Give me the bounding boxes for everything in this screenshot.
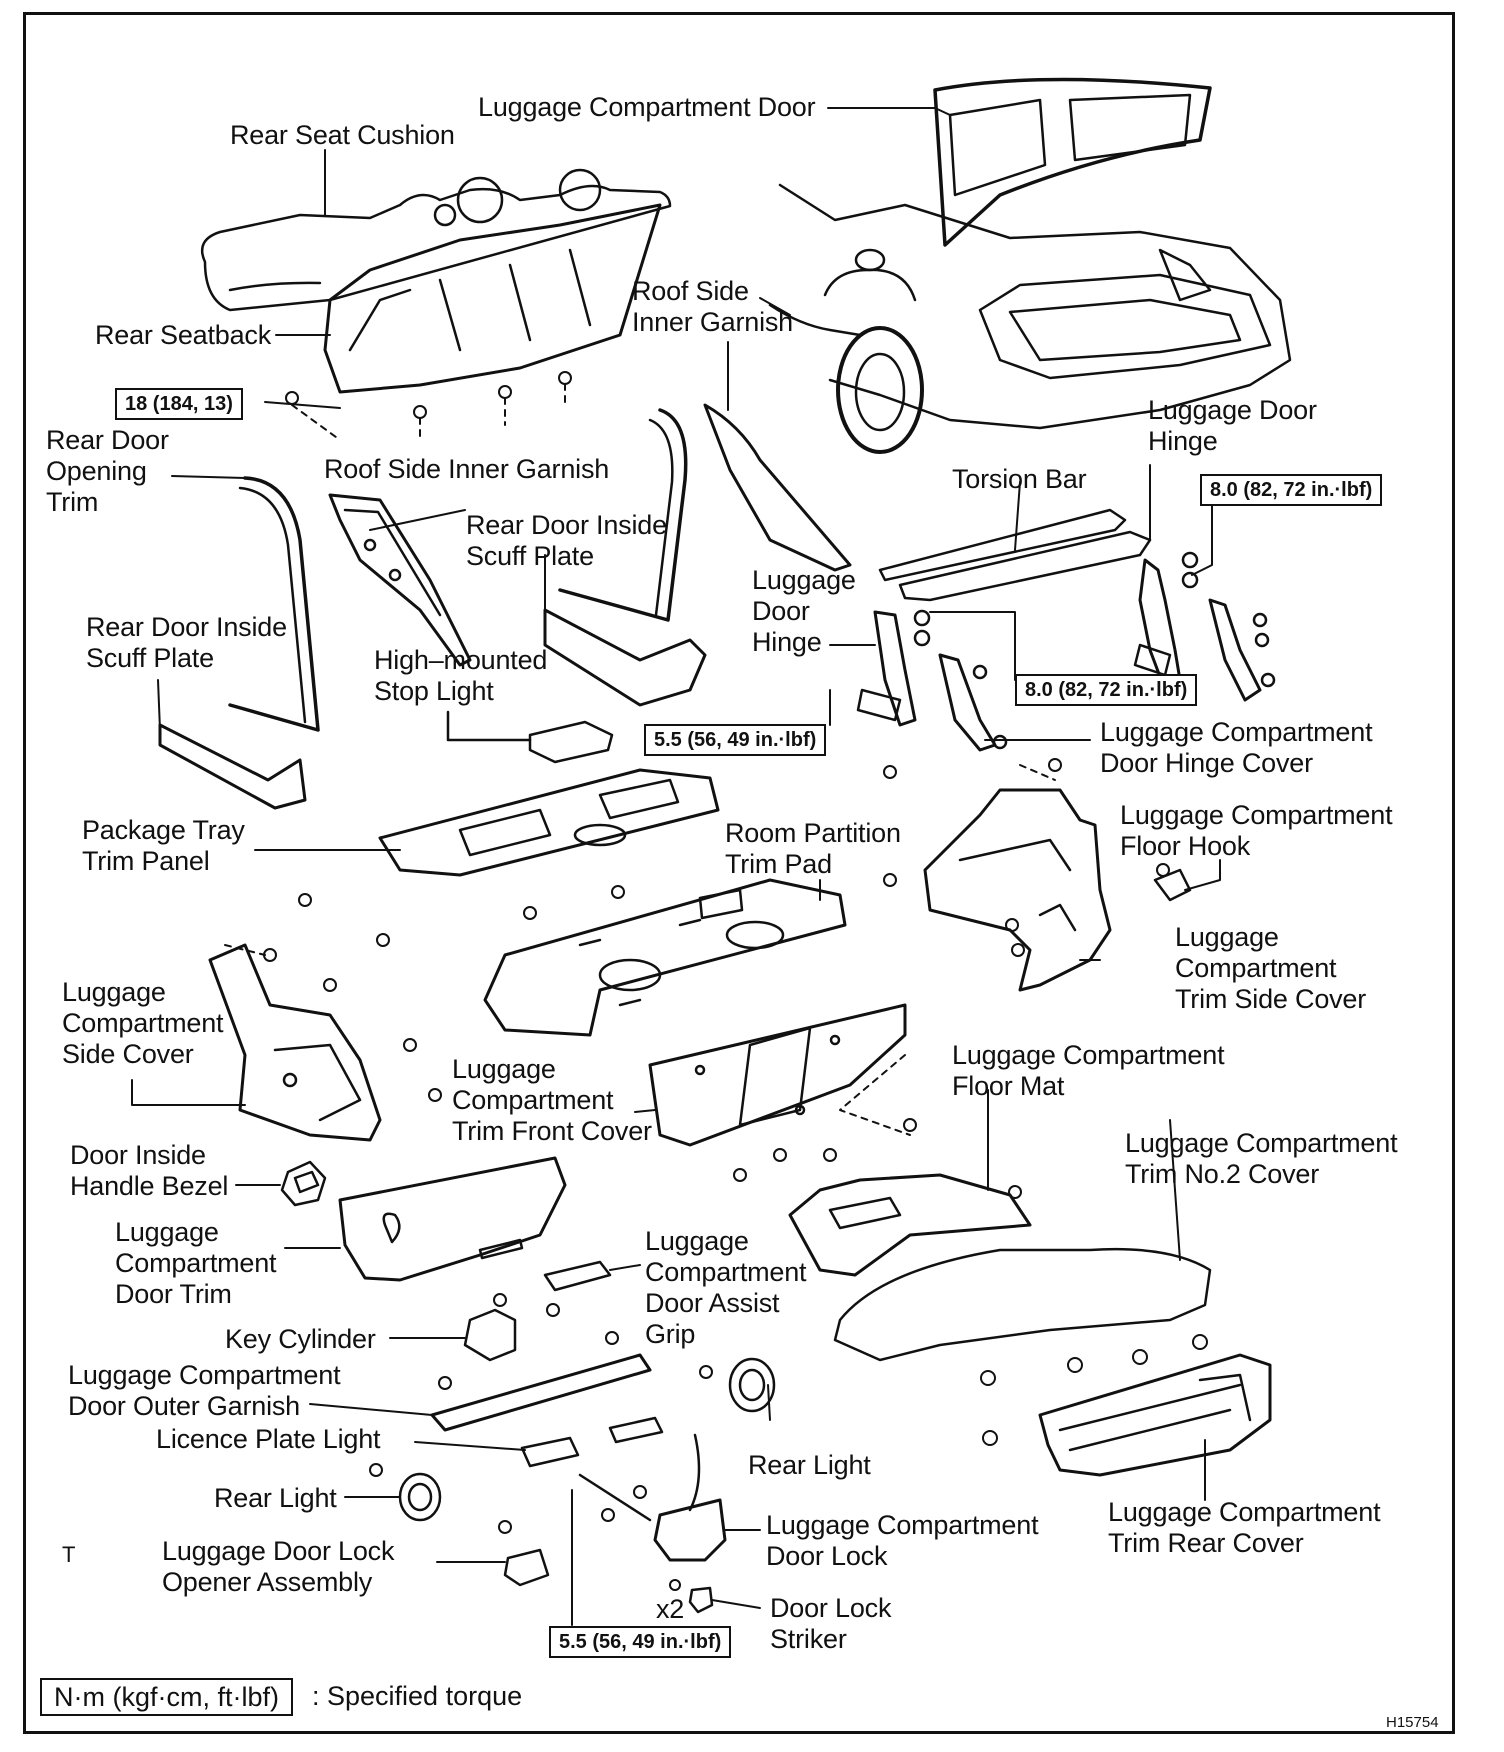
torque-box-hinge-mid: 8.0 (82, 72 in.·lbf) — [1015, 674, 1198, 706]
label-luggage-door-lock-opener-assembly: Luggage Door Lock Opener Assembly — [162, 1536, 395, 1597]
label-high-mounted-stop-light: High–mounted Stop Light — [374, 645, 548, 706]
car-body-drawing — [768, 77, 1292, 454]
bolts-drawing — [263, 371, 1208, 1591]
label-luggage-compartment-door-lock: Luggage Compartment Door Lock — [766, 1510, 1039, 1571]
side-cover-left-drawing — [208, 943, 382, 1142]
label-rear-light-left: Rear Light — [214, 1483, 337, 1513]
stop-light-drawing — [446, 710, 614, 764]
label-torsion-bar: Torsion Bar — [952, 464, 1087, 494]
trim-front-cover-drawing — [648, 1003, 907, 1147]
label-luggage-compartment-door: Luggage Compartment Door — [478, 92, 816, 122]
label-rear-door-inside-scuff-plate-right: Rear Door Inside Scuff Plate — [466, 510, 667, 571]
key-cylinder-drawing — [463, 1308, 517, 1362]
rear-light-left-drawing — [398, 1472, 442, 1522]
legend-text: : Specified torque — [312, 1681, 523, 1711]
label-licence-plate-light: Licence Plate Light — [156, 1424, 381, 1454]
label-luggage-compartment-door-assist-grip: Luggage Compartment Door Assist Grip — [645, 1226, 807, 1349]
torque-box-hinge-top: 8.0 (82, 72 in.·lbf) — [1200, 474, 1383, 506]
outer-garnish-drawing — [430, 1353, 652, 1432]
door-trim-drawing — [338, 1156, 567, 1282]
floor-hook-drawing — [1153, 868, 1192, 902]
label-x2: x2 — [656, 1594, 685, 1624]
label-rear-seatback: Rear Seatback — [95, 320, 271, 350]
label-luggage-compartment-side-cover: Luggage Compartment Side Cover — [62, 977, 224, 1069]
diagram-frame — [23, 12, 1455, 1734]
label-luggage-compartment-door-trim: Luggage Compartment Door Trim — [115, 1217, 277, 1309]
label-luggage-compartment-trim-side-cover: Luggage Compartment Trim Side Cover — [1175, 922, 1367, 1014]
label-luggage-compartment-trim-rear-cover: Luggage Compartment Trim Rear Cover — [1108, 1497, 1381, 1558]
trim-rear-cover-drawing — [1038, 1353, 1272, 1477]
label-rear-seat-cushion: Rear Seat Cushion — [230, 120, 455, 150]
label-room-partition-trim-pad: Room Partition Trim Pad — [725, 818, 901, 879]
torque-box-seatback: 18 (184, 13) — [115, 388, 243, 420]
floor-mat-drawing — [788, 1173, 1032, 1277]
room-partition-drawing — [483, 878, 847, 1037]
label-rear-door-opening-trim: Rear Door Opening Trim — [46, 425, 169, 517]
label-rear-door-inside-scuff-plate-left: Rear Door Inside Scuff Plate — [86, 612, 287, 673]
handle-bezel-drawing — [280, 1160, 327, 1207]
label-luggage-door-hinge-top: Luggage Door Hinge — [1148, 395, 1317, 456]
package-tray-drawing — [378, 768, 720, 877]
label-luggage-compartment-door-hinge-cover: Luggage Compartment Door Hinge Cover — [1100, 717, 1373, 778]
leader-lines — [131, 107, 1221, 1626]
label-luggage-compartment-door-outer-garnish: Luggage Compartment Door Outer Garnish — [68, 1360, 341, 1421]
hinge-torsion-drawing — [856, 508, 1276, 752]
label-roof-side-inner-garnish-right: Roof Side Inner Garnish — [632, 276, 793, 337]
label-luggage-compartment-floor-hook: Luggage Compartment Floor Hook — [1120, 800, 1393, 861]
dashed-lines — [224, 383, 1056, 1136]
label-door-lock-striker: Door Lock Striker — [770, 1593, 892, 1654]
door-lock-drawing — [578, 1433, 727, 1562]
label-luggage-compartment-trim-front-cover: Luggage Compartment Trim Front Cover — [452, 1054, 652, 1146]
striker-drawing — [688, 1586, 714, 1614]
assist-grip-drawing — [543, 1260, 612, 1292]
label-rear-light-right: Rear Light — [748, 1450, 871, 1480]
label-luggage-compartment-trim-no2-cover: Luggage Compartment Trim No.2 Cover — [1125, 1128, 1398, 1189]
label-package-tray-trim-panel: Package Tray Trim Panel — [82, 815, 245, 876]
label-roof-side-inner-garnish-left: Roof Side Inner Garnish — [324, 454, 610, 484]
legend-torque-unit-box: N·m (kgf·cm, ft·lbf) — [40, 1678, 293, 1716]
mark-t: T — [62, 1542, 76, 1567]
rear-light-right-drawing — [728, 1357, 776, 1413]
trim-no2-cover-drawing — [833, 1247, 1212, 1362]
label-luggage-door-hinge-mid: Luggage Door Hinge — [752, 565, 856, 657]
door-opening-trim-drawing — [158, 408, 707, 810]
label-door-inside-handle-bezel: Door Inside Handle Bezel — [70, 1140, 229, 1201]
roof-side-inner-garnish-drawing — [328, 403, 852, 667]
label-luggage-compartment-floor-mat: Luggage Compartment Floor Mat — [952, 1040, 1225, 1101]
lock-opener-drawing — [503, 1548, 550, 1587]
licence-plate-light-2-drawing — [608, 1416, 664, 1444]
label-key-cylinder: Key Cylinder — [225, 1324, 376, 1354]
rear-seat-drawing — [200, 168, 672, 394]
figure-code: H15754 — [1386, 1714, 1439, 1731]
torque-box-striker: 5.5 (56, 49 in.·lbf) — [549, 1626, 732, 1658]
torque-box-hinge-low: 5.5 (56, 49 in.·lbf) — [644, 724, 827, 756]
licence-plate-light-drawing — [520, 1436, 580, 1468]
